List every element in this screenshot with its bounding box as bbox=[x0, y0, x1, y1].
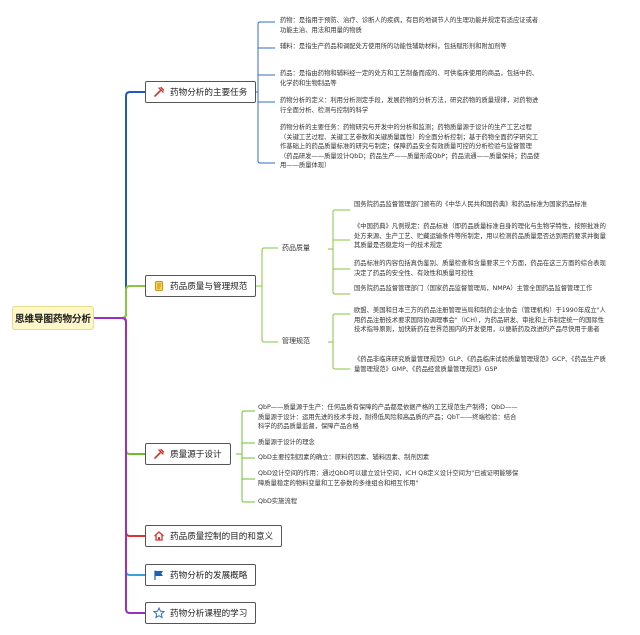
topic-development-overview[interactable]: 药物分析的发展概略 bbox=[145, 564, 257, 586]
branch-line-6 bbox=[94, 317, 145, 614]
topic-main-tasks[interactable]: 药物分析的主要任务 bbox=[145, 81, 257, 103]
note-pharmacopoeia-rule: 《中国药典》凡例规定：药品标准（即药品质量标准自身的理化与生物学特性，按照批准的… bbox=[354, 223, 606, 250]
tools-icon bbox=[152, 86, 165, 99]
note-nmpa: 国务院药品监督管理部门（国家药品监督管理局，NMPA）主管全国药品监督管理工作 bbox=[354, 285, 593, 292]
root-topic[interactable]: 思维导图药物分析 bbox=[12, 306, 94, 330]
branch-line-2 bbox=[94, 285, 145, 319]
topic-label: 药物分析课程的学习 bbox=[170, 609, 248, 619]
topic-label: 药品质量控制的目的和意义 bbox=[170, 532, 274, 542]
topic-quality-control-purpose[interactable]: 药品质量控制的目的和意义 bbox=[145, 525, 283, 547]
topic-quality-by-design[interactable]: 质量源于设计 bbox=[145, 443, 231, 465]
topic-label: 药物分析的发展概略 bbox=[170, 571, 248, 581]
note-gxp: 《药品非临床研究质量管理规范》GLP、《药品临床试验质量管理规范》GCP、《药品… bbox=[354, 356, 606, 373]
branch-line-4 bbox=[94, 317, 145, 537]
note-design-space: QbD设计空间的作用：通过QbD可以建立设计空间，ICH Q8定义设计空间为"已… bbox=[258, 470, 519, 487]
subtopic-management-standards[interactable]: 管理规范 bbox=[282, 337, 310, 345]
note-national-standard: 国务院药品监督管理部门颁布的《中华人民共和国药典》和药品标准为国家药品标准 bbox=[354, 201, 587, 208]
note-qbd-process: QbD实施流程 bbox=[258, 498, 297, 505]
note-qbd-concept: 质量源于设计的理念 bbox=[258, 439, 315, 446]
star-icon bbox=[152, 607, 165, 620]
topic-label: 药物分析的主要任务 bbox=[170, 88, 248, 98]
quality-sub2-bracket bbox=[328, 313, 350, 370]
flag-icon bbox=[152, 569, 165, 582]
tools-icon bbox=[152, 448, 165, 461]
note-qbd-factors: QbD主要控制因素的确立：原料药因素、辅料因素、制剂因素 bbox=[258, 454, 430, 461]
note-ich: 欧盟、美国和日本三方的药品注册管理当局和制药企业协会（管理机构）于1990年成立… bbox=[354, 307, 606, 334]
note-main-tasks: 药物分析的主要任务：药物研究与开发中的分析和监测；药物质量源于设计的生产工艺过程… bbox=[280, 124, 540, 170]
note-analysis-definition: 药物分析的定义：利用分析测定手段，发展药物的分析方法，研究药物的质量规律，对药物… bbox=[280, 97, 539, 114]
note-medicine-definition: 药品：是指由药物和辅料经一定的处方和工艺制备而成的、可供临床使用的商品，包括中药… bbox=[280, 70, 539, 87]
note-standard-content: 药品标准的内容包括真伪鉴别、质量检查和含量要求三个方面，药品在这三方面的综合表现… bbox=[354, 260, 606, 277]
note-qbp-qbd-qbt: QbP——质量源于生产：任何品质有保障的产品都是依据严格的工艺规范生产制得；Qb… bbox=[258, 404, 518, 431]
topic-label: 质量源于设计 bbox=[170, 450, 222, 460]
qbd-bracket bbox=[236, 410, 255, 503]
quality-bracket bbox=[253, 247, 278, 343]
topic-quality-management[interactable]: 药品质量与管理规范 bbox=[145, 275, 257, 297]
branch-line-3 bbox=[94, 317, 145, 455]
topic-course-study[interactable]: 药物分析课程的学习 bbox=[145, 602, 257, 624]
note-drug-definition: 药物：是指用于预防、治疗、诊断人的疾病，有目的地调节人的生理功能并规定有适应证或… bbox=[280, 17, 539, 34]
topic-label: 药品质量与管理规范 bbox=[170, 282, 248, 292]
note-excipient-definition: 辅料：是指生产药品和调配处方使用所的功能性辅助材料，包括赋形剂和附加剂等 bbox=[280, 43, 507, 50]
document-icon bbox=[152, 280, 165, 293]
home-icon bbox=[152, 530, 165, 543]
subtopic-drug-quality[interactable]: 药品质量 bbox=[282, 244, 310, 252]
task-bracket bbox=[252, 21, 275, 164]
branch-line-1 bbox=[94, 91, 145, 319]
quality-sub1-bracket bbox=[328, 209, 350, 295]
